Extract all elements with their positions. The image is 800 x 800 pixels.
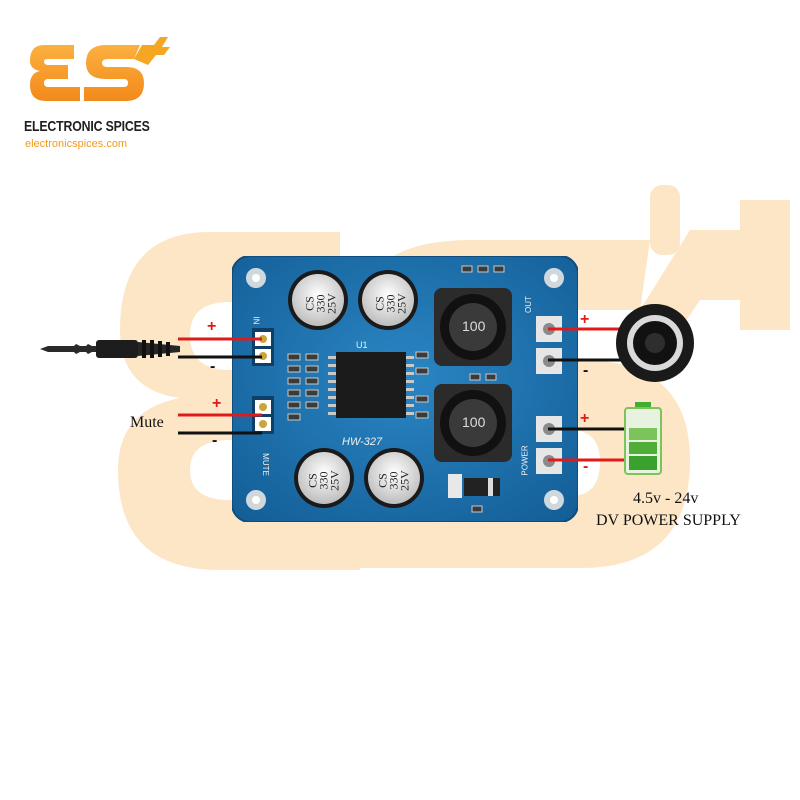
speaker-icon (616, 304, 694, 382)
audio-jack-icon (40, 340, 180, 358)
mute-plus-sign: + (212, 395, 222, 412)
out-plus-sign: + (580, 311, 590, 328)
mute-label: Mute (130, 414, 164, 431)
power-plus-sign: + (580, 410, 590, 427)
input-plus-sign: + (207, 318, 217, 335)
input-minus-sign: - (210, 358, 216, 375)
battery-icon (624, 402, 662, 475)
power-supply-label: DV POWER SUPPLY (596, 512, 741, 529)
inductor-label: 100 (462, 414, 486, 430)
voltage-range-label: 4.5v - 24v (633, 490, 699, 507)
ic-label: U1 (356, 340, 368, 350)
out-minus-sign: - (583, 362, 589, 379)
inductor-label: 100 (462, 318, 486, 334)
brand-name: ELECTRONIC SPICES (24, 118, 150, 135)
power-minus-sign: - (583, 458, 589, 475)
mute-minus-sign: - (212, 432, 218, 449)
board-model: HW-327 (342, 436, 383, 448)
brand-url: electronicspices.com (25, 138, 128, 150)
amplifier-board (232, 256, 578, 522)
brand-logo-icon (30, 37, 170, 101)
